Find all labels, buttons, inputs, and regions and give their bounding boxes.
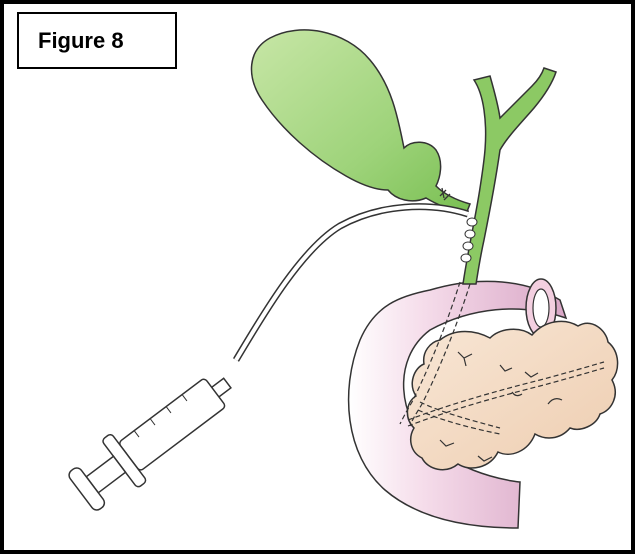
cholangiogram-catheter	[236, 207, 468, 360]
gallbladder	[252, 30, 470, 214]
figure-label-box: Figure 8	[17, 12, 177, 69]
common-bile-duct	[461, 68, 556, 284]
figure-label: Figure 8	[38, 28, 124, 54]
pancreas	[407, 321, 617, 469]
syringe	[63, 359, 245, 517]
